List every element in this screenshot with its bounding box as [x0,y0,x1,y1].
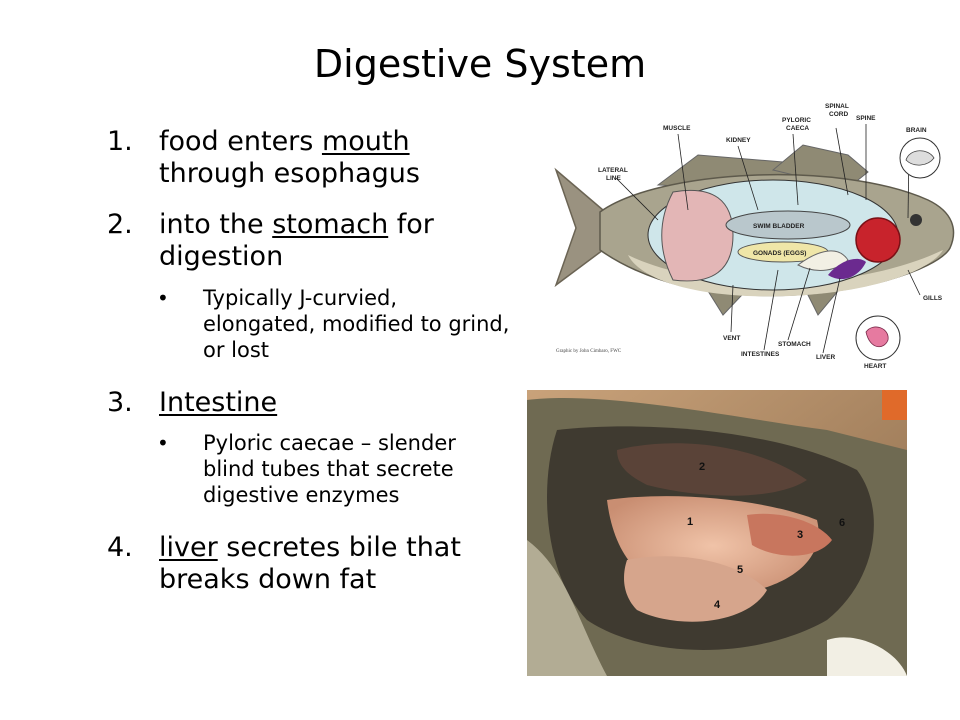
list-number: 2. [107,209,133,240]
label-stomach: STOMACH [778,341,811,348]
label-vent: VENT [723,335,740,342]
photo-label-2: 2 [699,461,705,473]
photo-label-3: 3 [797,529,803,541]
list-number: 1. [107,126,133,157]
photo-label-4: 4 [714,599,721,611]
label-spinal: SPINAL [825,103,849,110]
label-cord: CORD [829,111,848,118]
label-gills: GILLS [923,295,943,302]
list-text: food enters mouth through esophagus [159,126,420,189]
photo-label-1: 1 [687,516,693,528]
label-liver: LIVER [816,354,835,361]
list-number: 3. [107,387,133,418]
label-pyloric: PYLORIC [782,117,811,124]
photo-label-6: 6 [839,517,845,529]
label-gonads: GONADS (EGGS) [753,250,806,257]
label-brain: BRAIN [906,127,927,134]
diagram-credit: Graphic by John Cimbaro, FWC [556,349,622,354]
label-muscle: MUSCLE [663,125,691,132]
sub-bullet-text: Pyloric caecae – slender blind tubes tha… [203,431,456,507]
list-number: 4. [107,532,133,563]
bullet-icon: • [157,286,169,310]
list-text: into the stomach for digestion [159,209,434,272]
list-text: liver secretes bile that breaks down fat [159,532,461,595]
label-lateral: LATERAL [598,167,628,174]
sub-bullet-text: Typically J-curvied, elongated, modified… [203,286,510,362]
slide-title: Digestive System [313,42,647,86]
label-caeca: CAECA [786,125,809,132]
fish-dissection-photo: 2 1 3 5 4 6 [527,390,907,676]
label-line: LINE [606,175,621,182]
label-spine: SPINE [856,115,876,122]
label-intestines: INTESTINES [741,351,780,358]
fish-anatomy-diagram: MUSCLE KIDNEY PYLORIC CAECA SPINAL CORD … [554,103,955,370]
label-heart: HEART [864,363,886,370]
label-kidney: KIDNEY [726,137,751,144]
photo-label-5: 5 [737,564,743,576]
bullet-icon: • [157,431,169,455]
list-text: Intestine [159,387,278,418]
label-swim-bladder: SWIM BLADDER [753,223,805,230]
